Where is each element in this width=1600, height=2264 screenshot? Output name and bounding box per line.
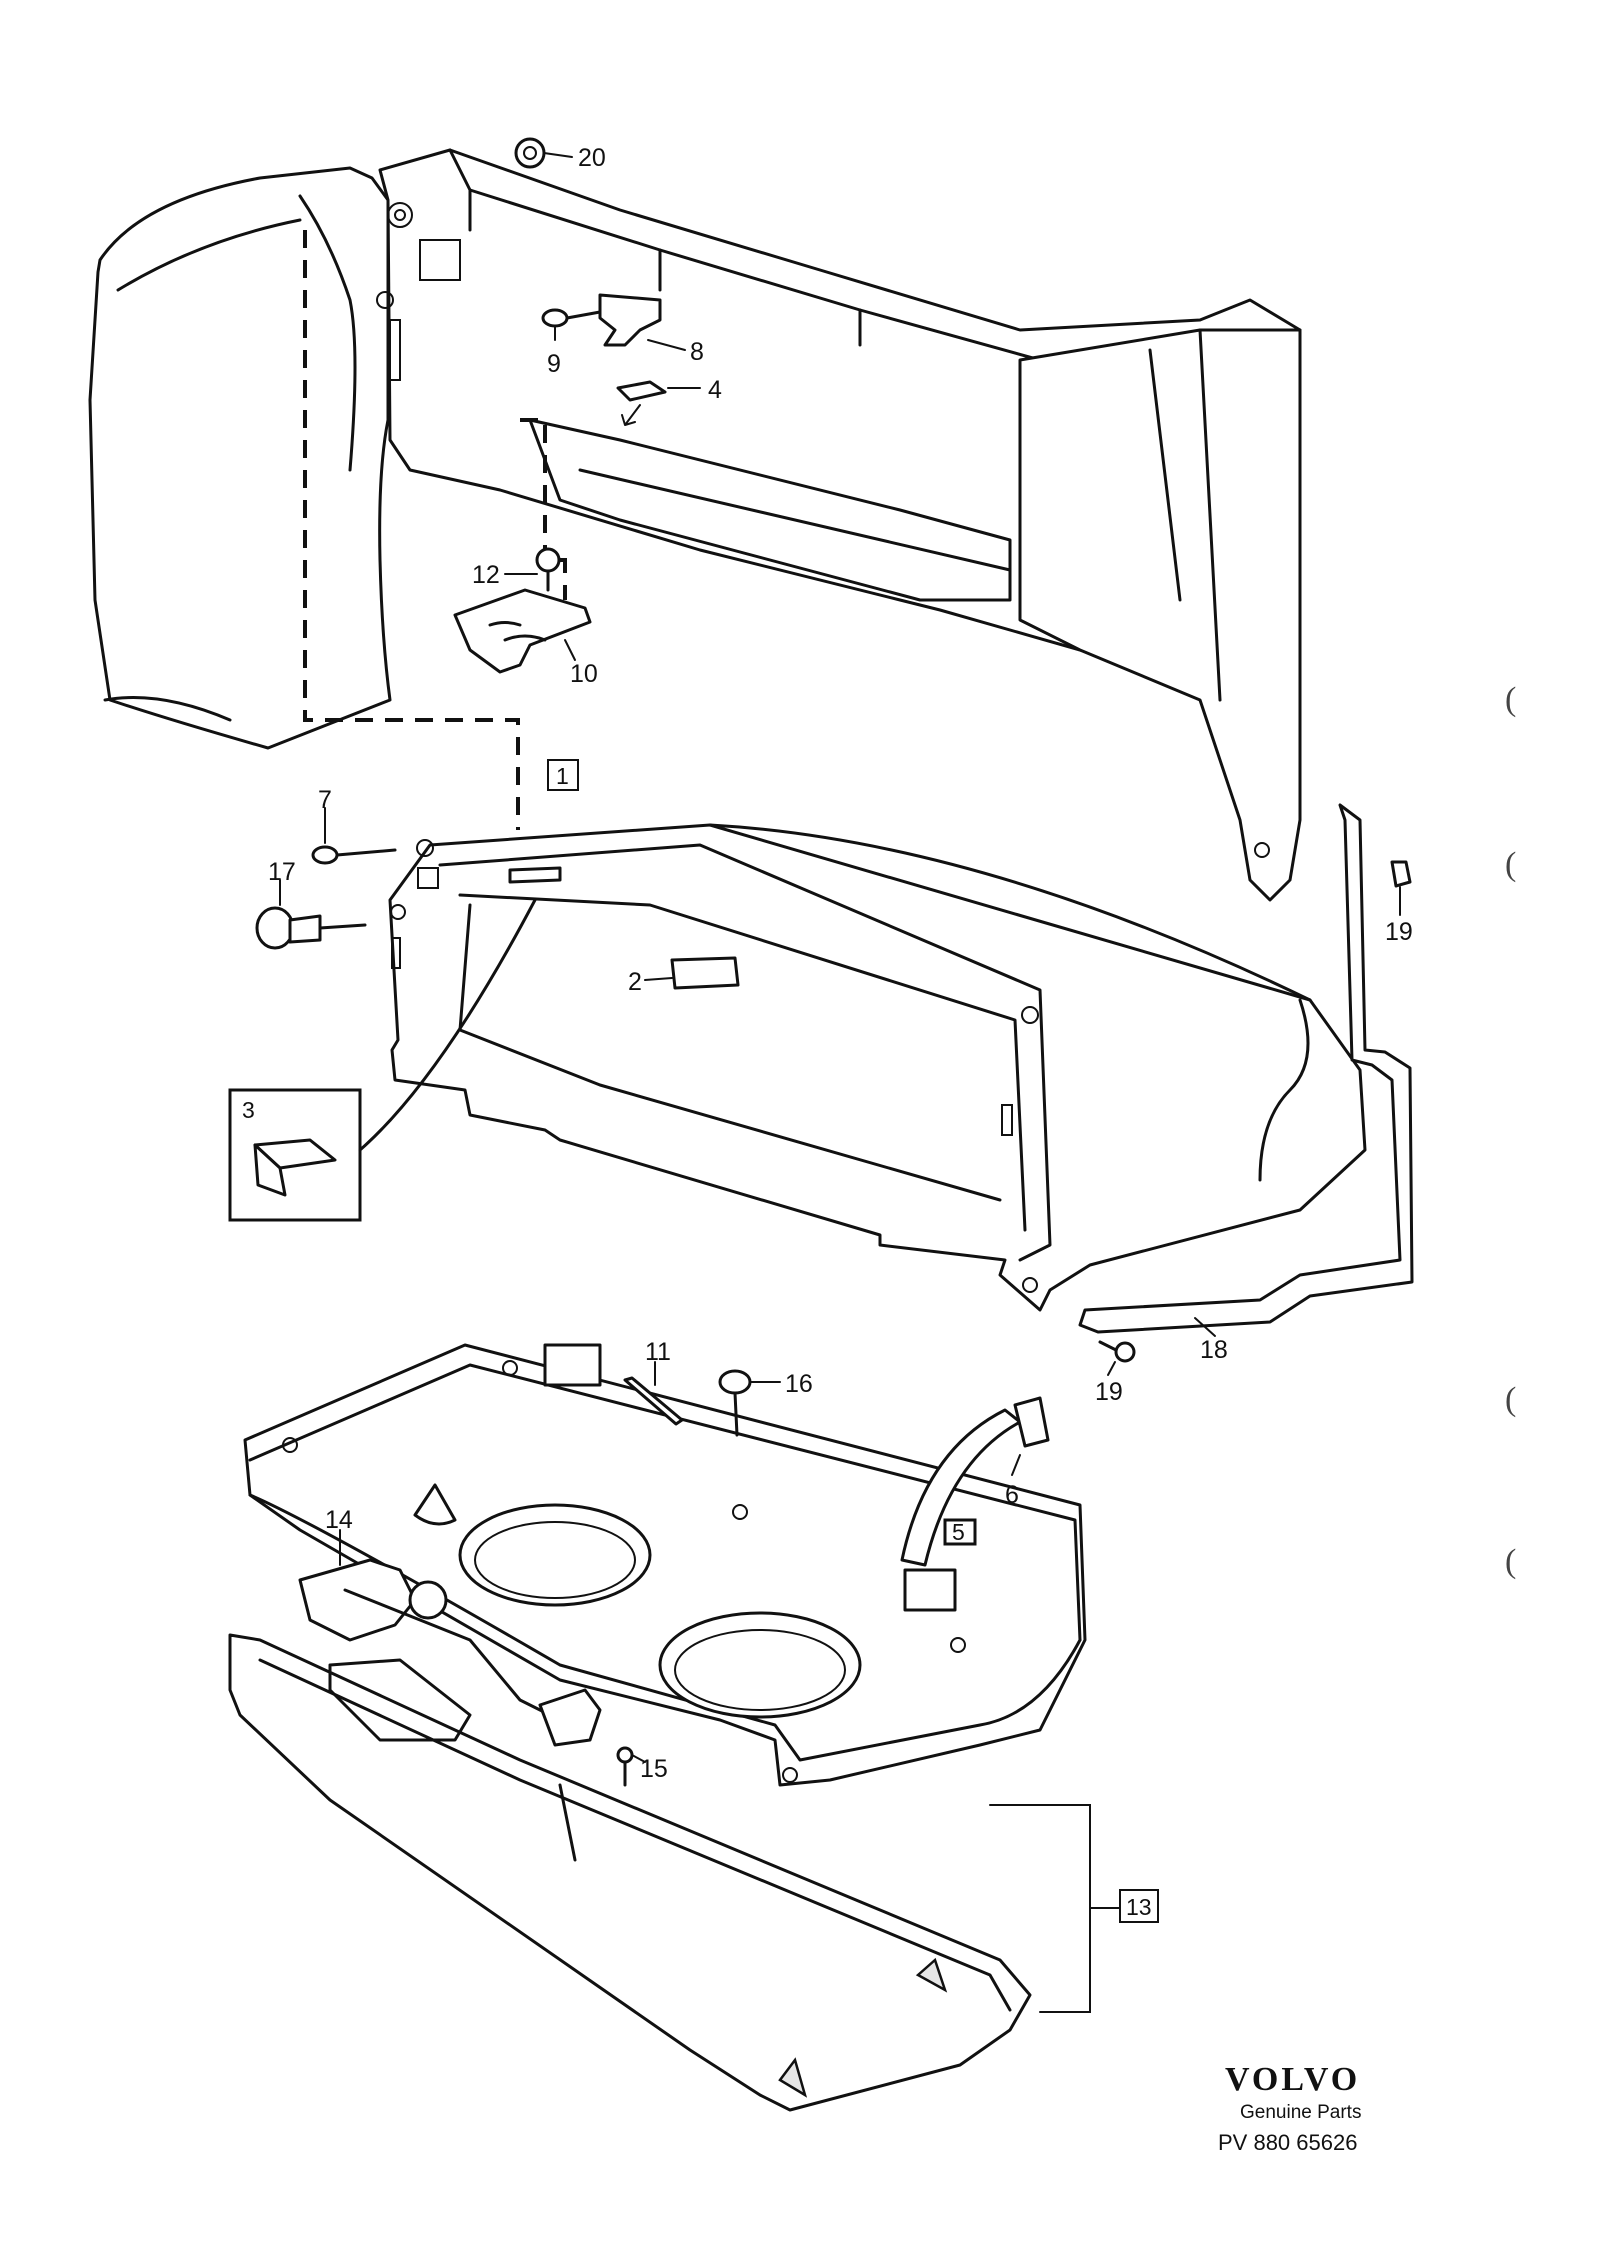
screw-part-16: [718, 1369, 781, 1437]
screw-part-19: [1390, 860, 1412, 916]
volvo-logo: VOLVO: [1225, 2061, 1360, 2098]
hinge-bracket-part-10: [453, 588, 592, 674]
glovebox-housing-part-1: [388, 823, 1367, 1312]
inset-detail-part-3: [228, 898, 537, 1222]
margin-mark: (: [1505, 681, 1516, 718]
boxed-callout-13: 13: [1126, 1894, 1152, 1920]
bracket-part-8: [598, 293, 686, 351]
callout-2: 2: [628, 968, 642, 996]
glovebox-lid-outer-panel: [228, 1633, 1032, 2112]
margin-mark: (: [1505, 1543, 1516, 1580]
clip-part-6: [1011, 1396, 1050, 1476]
clip-part-4: [616, 380, 701, 426]
callout-15: 15: [640, 1755, 668, 1783]
callout-14: 14: [325, 1506, 353, 1534]
nut-part-20: [514, 137, 573, 169]
callout-19-lower: 19: [1095, 1378, 1123, 1406]
boxed-callout-1: 1: [556, 763, 569, 789]
catch-part-2: [644, 956, 740, 990]
part-number-label: PV 880 65626: [1218, 2130, 1357, 2155]
genuine-parts-label: Genuine Parts: [1240, 2102, 1361, 2123]
callout-20: 20: [578, 144, 606, 172]
callout-10: 10: [570, 660, 598, 688]
volvo-branding: VOLVO Genuine Parts PV 880 65626: [1218, 2061, 1361, 2155]
callout-17: 17: [268, 858, 296, 886]
screw-part-19: [1098, 1340, 1136, 1376]
callout-12: 12: [472, 561, 500, 589]
callout-labels: 20 9 8 4 12 10 7 17 2 19 19 18 11 16 6 1…: [268, 144, 1413, 1783]
callout-11: 11: [645, 1338, 671, 1366]
callout-9: 9: [547, 350, 561, 378]
callout-16: 16: [785, 1370, 813, 1398]
callout-6: 6: [1005, 1481, 1019, 1509]
boxed-callouts: 1 3 5 13: [242, 759, 1159, 1923]
glovebox-lid-tray-part-13: [243, 1343, 1087, 1787]
margin-marks: ( ( ( (: [1505, 681, 1516, 1580]
screw-part-15: [616, 1746, 646, 1787]
screw-part-9: [541, 308, 602, 341]
connection-dashed-line: [303, 230, 520, 830]
dashboard-panel: [88, 148, 1302, 902]
callout-bracket-13: [989, 1804, 1121, 2013]
callout-7: 7: [318, 786, 332, 814]
callout-19-upper: 19: [1385, 918, 1413, 946]
callout-8: 8: [690, 338, 704, 366]
screw-part-7: [311, 807, 397, 865]
bumper-part-17: [255, 879, 367, 950]
callout-4: 4: [708, 376, 722, 404]
callout-18: 18: [1200, 1336, 1228, 1364]
margin-mark: (: [1505, 846, 1516, 883]
screw-part-12: [504, 547, 561, 592]
rod-part-11: [623, 1361, 684, 1426]
margin-mark: (: [1505, 1381, 1516, 1418]
lock-mechanism-part-14: [298, 1529, 602, 1747]
support-rod-part-18: [1078, 803, 1414, 1337]
boxed-callout-5: 5: [952, 1519, 965, 1545]
boxed-callout-3: 3: [242, 1097, 255, 1123]
